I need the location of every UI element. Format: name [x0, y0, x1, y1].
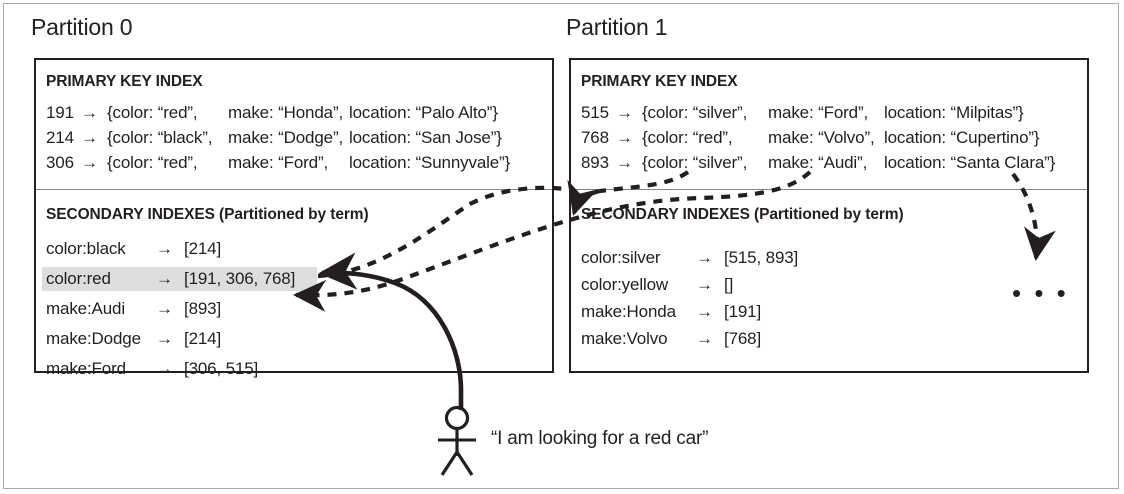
- pk-make: make: “Ford”,: [768, 103, 869, 122]
- pk-key: 768: [581, 128, 609, 147]
- index-term: make:Volvo: [581, 329, 668, 348]
- index-term: color:silver: [581, 248, 661, 267]
- pk-key: 214: [46, 128, 74, 147]
- pk-make: make: “Volvo”,: [768, 128, 875, 147]
- pk-key: 515: [581, 103, 609, 122]
- arrow-icon: →: [81, 153, 98, 172]
- secondary-heading-bold: SECONDARY INDEXES: [46, 206, 215, 223]
- pk-location: location: “Santa Clara”}: [884, 153, 1056, 172]
- arrow-icon: →: [696, 248, 713, 267]
- posting-list: [515, 893]: [724, 248, 799, 267]
- arrow-icon: →: [696, 329, 713, 348]
- pk-make: make: “Honda”,: [228, 103, 344, 122]
- secondary-heading-rest: (Partitioned by term): [749, 206, 904, 223]
- pk-location: location: “Palo Alto”}: [349, 103, 498, 122]
- arrow-icon: →: [81, 103, 98, 122]
- partition-0-divider: [36, 189, 552, 190]
- posting-list: [768]: [724, 329, 762, 348]
- partition-1-title: Partition 1: [566, 14, 668, 40]
- posting-list: [191]: [724, 302, 762, 321]
- pk-location: location: “Milpitas”}: [884, 103, 1024, 122]
- pk-key: 306: [46, 153, 74, 172]
- pk-color: {color: “black”,: [107, 128, 213, 147]
- pk-make: make: “Ford”,: [228, 153, 329, 172]
- pk-location: location: “San Jose”}: [349, 128, 502, 147]
- arrow-icon: →: [616, 103, 633, 122]
- index-term: make:Ford: [46, 359, 126, 378]
- pk-location: location: “Cupertino”}: [884, 128, 1040, 147]
- partition-0-secondary-heading: SECONDARY INDEXES (Partitioned by term): [46, 206, 369, 224]
- pk-color: {color: “red”,: [642, 128, 733, 147]
- pk-color: {color: “silver”,: [642, 103, 748, 122]
- pk-color: {color: “red”,: [107, 153, 198, 172]
- arrow-icon: →: [156, 329, 173, 348]
- index-term: color:black: [46, 239, 126, 258]
- diagram-frame: Partition 0 PRIMARY KEY INDEX 191 → {col…: [3, 3, 1119, 489]
- posting-list: []: [724, 275, 734, 294]
- posting-list: [191, 306, 768]: [184, 269, 296, 288]
- arrow-icon: →: [696, 275, 713, 294]
- posting-list: [214]: [184, 239, 222, 258]
- index-term: make:Audi: [46, 299, 125, 318]
- arrow-icon: →: [616, 153, 633, 172]
- pk-color: {color: “red”,: [107, 103, 198, 122]
- arrow-icon: →: [81, 128, 98, 147]
- secondary-heading-rest: (Partitioned by term): [214, 206, 369, 223]
- arrow-icon: →: [696, 302, 713, 321]
- partition-1-primary-heading: PRIMARY KEY INDEX: [581, 73, 738, 90]
- partition-0-primary-heading: PRIMARY KEY INDEX: [46, 73, 203, 90]
- ellipsis-more-terms: • • •: [1012, 278, 1069, 308]
- posting-list: [893]: [184, 299, 222, 318]
- partition-1-secondary-heading: SECONDARY INDEXES (Partitioned by term): [581, 206, 904, 224]
- index-term: color:red: [46, 269, 111, 288]
- index-term: color:yellow: [581, 275, 669, 294]
- pk-make: make: “Audi”,: [768, 153, 868, 172]
- pk-key: 893: [581, 153, 609, 172]
- index-term: make:Dodge: [46, 329, 141, 348]
- secondary-heading-bold: SECONDARY INDEXES: [581, 206, 750, 223]
- arrow-icon: →: [156, 359, 173, 378]
- pk-key: 191: [46, 103, 74, 122]
- arrow-icon: →: [156, 299, 173, 318]
- index-term: make:Honda: [581, 302, 676, 321]
- partition-1-divider: [571, 189, 1087, 190]
- user-query-quote: “I am looking for a red car”: [491, 428, 709, 449]
- posting-list: [306, 515]: [184, 359, 259, 378]
- highlight-color-red: [42, 267, 317, 291]
- pk-color: {color: “silver”,: [642, 153, 748, 172]
- pk-make: make: “Dodge”,: [228, 128, 344, 147]
- partition-0-title: Partition 0: [31, 14, 133, 40]
- arrow-icon: →: [156, 239, 173, 258]
- arrow-icon: →: [156, 269, 173, 288]
- arrow-icon: →: [616, 128, 633, 147]
- pk-location: location: “Sunnyvale”}: [349, 153, 511, 172]
- posting-list: [214]: [184, 329, 222, 348]
